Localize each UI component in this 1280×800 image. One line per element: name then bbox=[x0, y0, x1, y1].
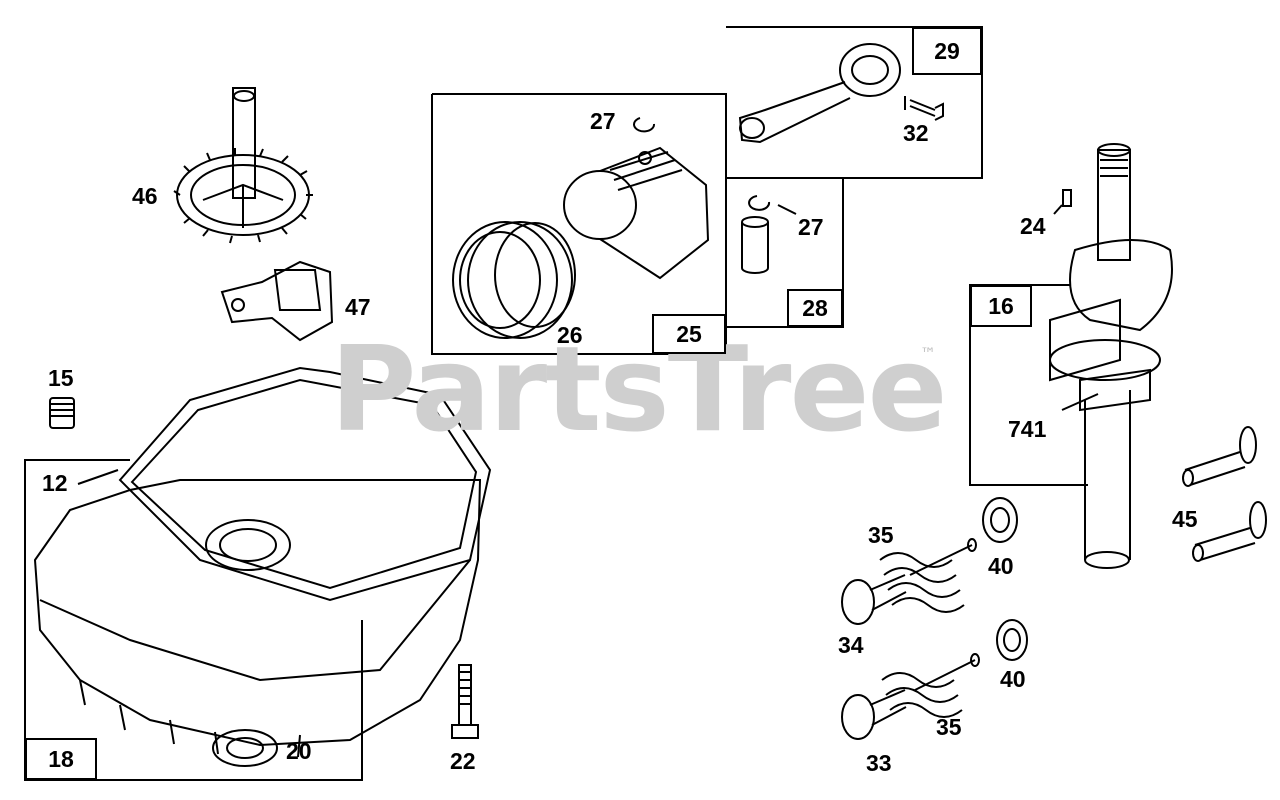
piston-rings-part bbox=[452, 221, 576, 339]
callout-27-pin: 27 bbox=[798, 214, 824, 240]
group-label-29: 29 bbox=[912, 27, 982, 75]
sump-part bbox=[33, 479, 482, 758]
callout-12: 12 bbox=[42, 470, 68, 496]
group-label-16: 16 bbox=[970, 285, 1032, 327]
intake-valve-part bbox=[841, 689, 907, 740]
callout-35-lower: 35 bbox=[936, 714, 962, 740]
callout-24: 24 bbox=[1020, 213, 1046, 239]
callout-46: 46 bbox=[132, 183, 158, 209]
callout-40-upper: 40 bbox=[988, 553, 1014, 579]
frame-group-29 bbox=[726, 26, 983, 179]
connecting-rod-part bbox=[738, 43, 901, 144]
callout-32: 32 bbox=[903, 120, 929, 146]
drain-plug-part bbox=[49, 397, 75, 429]
callout-20: 20 bbox=[286, 738, 312, 764]
leader-741 bbox=[1061, 393, 1099, 411]
frame-group-18 bbox=[24, 459, 363, 781]
crankshaft-part bbox=[1049, 143, 1173, 569]
callout-35-upper: 35 bbox=[868, 522, 894, 548]
callout-22: 22 bbox=[450, 748, 476, 774]
callout-33: 33 bbox=[866, 750, 892, 776]
callout-34: 34 bbox=[838, 632, 864, 658]
cam-gear-part bbox=[173, 87, 313, 244]
valve-spring-upper bbox=[879, 538, 977, 613]
callout-45: 45 bbox=[1172, 506, 1198, 532]
leader-24 bbox=[1053, 204, 1063, 215]
oil-seal-part bbox=[212, 729, 278, 767]
callout-741: 741 bbox=[1008, 416, 1047, 442]
watermark-text: PartsTree bbox=[330, 320, 948, 458]
callout-15: 15 bbox=[48, 365, 74, 391]
callout-47: 47 bbox=[345, 294, 371, 320]
governor-part bbox=[220, 260, 334, 342]
gasket-part bbox=[118, 366, 492, 602]
group-label-18: 18 bbox=[25, 738, 97, 780]
exhaust-valve-part bbox=[841, 574, 907, 625]
callout-40-lower: 40 bbox=[1000, 666, 1026, 692]
trademark-symbol: ™ bbox=[920, 344, 936, 363]
leader-12 bbox=[77, 469, 119, 485]
retaining-ring-top bbox=[633, 117, 655, 133]
group-label-28: 28 bbox=[787, 289, 843, 327]
valve-retainer-top bbox=[982, 497, 1018, 543]
callout-27-top: 27 bbox=[590, 108, 616, 134]
piston-pin-part bbox=[741, 195, 797, 274]
frame-group-25 bbox=[431, 93, 727, 355]
group-label-25: 25 bbox=[652, 314, 726, 354]
crankshaft-key-part bbox=[1062, 189, 1072, 207]
callout-26: 26 bbox=[557, 322, 583, 348]
rod-bolt-part bbox=[904, 96, 944, 121]
valve-spring-lower bbox=[881, 653, 980, 718]
tappets-part bbox=[1182, 426, 1267, 562]
bolt-part bbox=[451, 664, 479, 739]
piston-part bbox=[563, 146, 710, 280]
valve-retainer-bottom bbox=[996, 619, 1028, 661]
